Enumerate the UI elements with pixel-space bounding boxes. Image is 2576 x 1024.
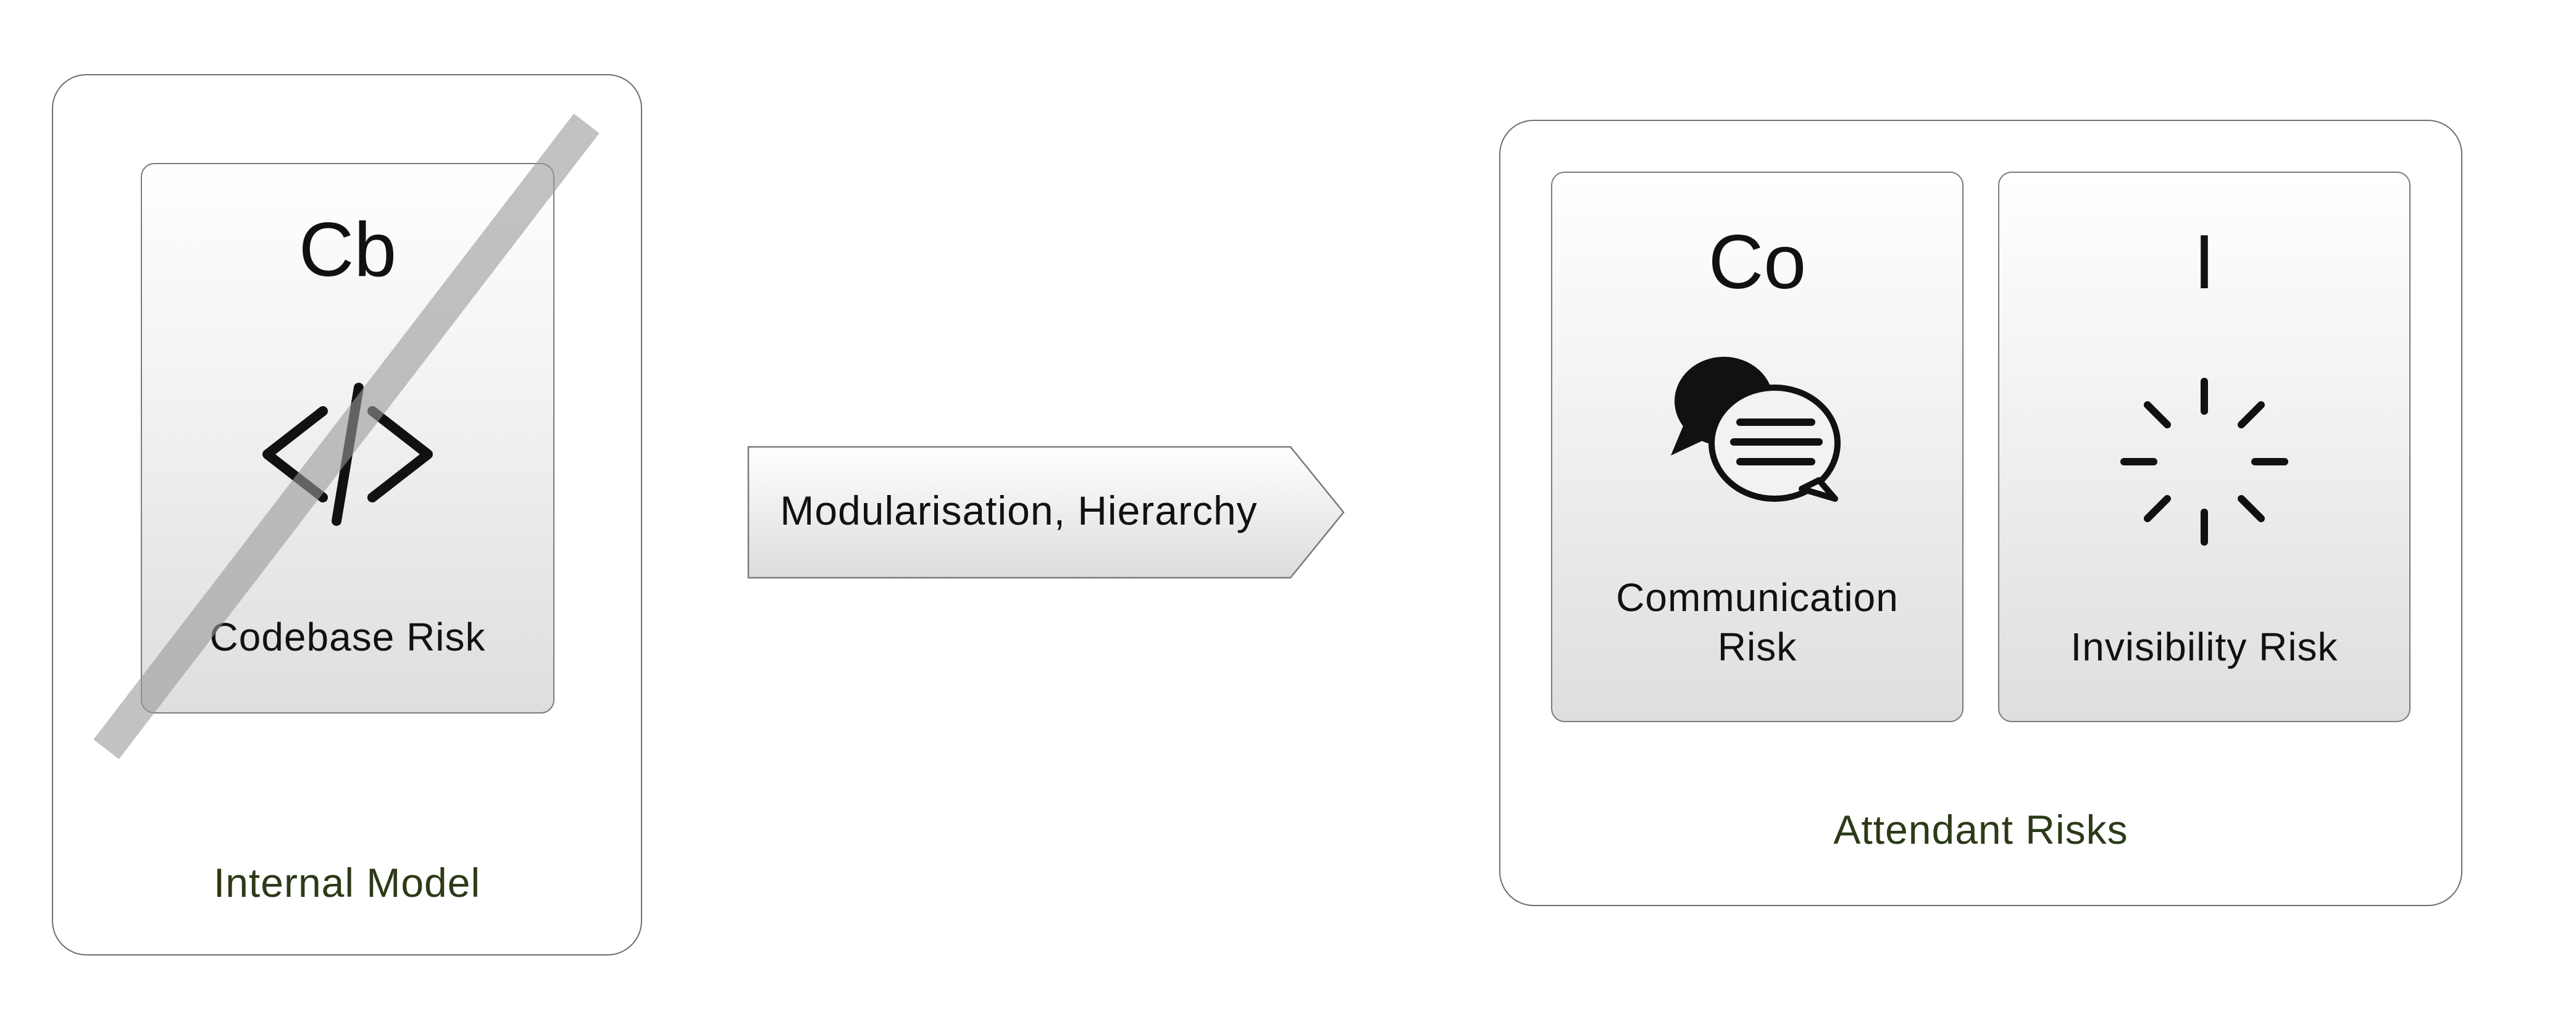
- speech-bubbles-icon: [1552, 352, 1962, 512]
- communication-risk-card: Co Communication Risk: [1551, 172, 1963, 722]
- card-name: Codebase Risk: [209, 615, 486, 659]
- arrow-label: Modularisation, Hierarchy: [780, 488, 1258, 533]
- code-icon: [142, 374, 553, 535]
- internal-model-label: Internal Model: [213, 860, 481, 905]
- card-name: Invisibility Risk: [2070, 625, 2338, 669]
- arrow-modularisation: Modularisation, Hierarchy: [747, 446, 1346, 579]
- card-abbreviation: I: [2193, 220, 2215, 305]
- card-abbreviation: Co: [1708, 220, 1807, 305]
- loading-spinner-icon: [1999, 369, 2409, 554]
- card-name-line2: Risk: [1717, 625, 1797, 669]
- codebase-risk-card: Cb Codebase Risk: [141, 163, 554, 714]
- attendant-risks-label: Attendant Risks: [1833, 807, 2128, 852]
- card-abbreviation: Cb: [298, 207, 397, 293]
- card-name-line1: Communication: [1616, 575, 1899, 620]
- invisibility-risk-card: I Invisibility Risk: [1998, 172, 2411, 722]
